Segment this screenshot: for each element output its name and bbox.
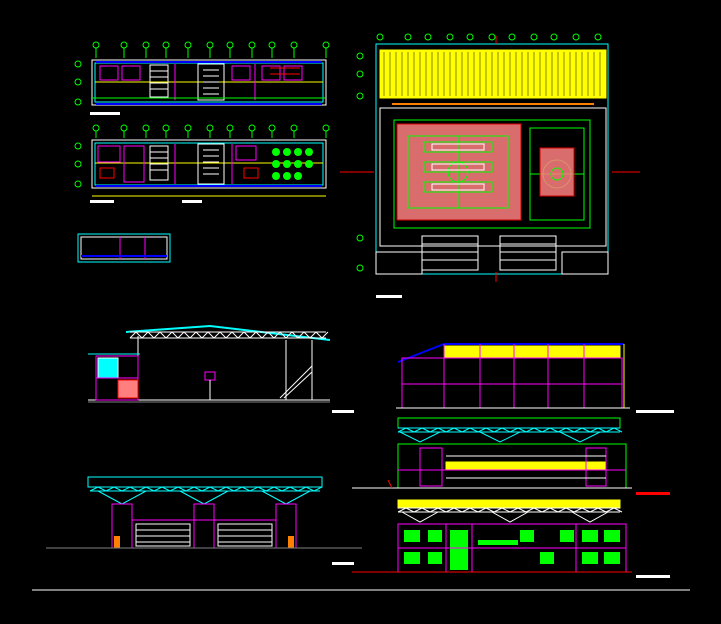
grid-axis-bubble: [74, 180, 82, 188]
grid-axis-bubble: [550, 33, 558, 41]
court-hatched-zone: [396, 123, 522, 221]
grid-axis-bubble: [466, 33, 474, 41]
grid-axis-bubble: [508, 33, 516, 41]
grid-axis-bubble: [376, 33, 384, 41]
floor-plan-upper: [74, 33, 602, 272]
grid-axis-markers: [74, 33, 602, 272]
grid-axis-bubble: [572, 33, 580, 41]
grid-axis-bubble: [74, 160, 82, 168]
grid-axis-bubble: [356, 92, 364, 100]
grid-axis-bubble: [356, 264, 364, 272]
grid-axis-bubble: [424, 33, 432, 41]
grid-axis-bubble: [404, 33, 412, 41]
roof-plan-yellow: [379, 49, 607, 99]
grid-axis-bubble: [356, 70, 364, 78]
floor-plan-lower: [90, 139, 327, 203]
grid-axis-bubble: [594, 33, 602, 41]
longitudinal-section: [396, 343, 674, 413]
grid-axis-bubble: [74, 142, 82, 150]
grid-axis-bubble: [446, 33, 454, 41]
grid-axis-bubble: [488, 33, 496, 41]
sports-court-plan: [340, 36, 640, 298]
grid-axis-bubble: [74, 78, 82, 86]
front-elevation: [352, 417, 670, 495]
grid-axis-bubble: [74, 98, 82, 106]
grid-axis-bubble: [356, 52, 364, 60]
transverse-section: [88, 324, 354, 413]
side-elevation: [352, 499, 670, 578]
grid-axis-bubble: [530, 33, 538, 41]
grid-axis-bubble: [74, 60, 82, 68]
grid-axis-bubble: [356, 234, 364, 242]
small-section-plan: [77, 233, 171, 263]
covered-court-elevation: [46, 476, 362, 565]
